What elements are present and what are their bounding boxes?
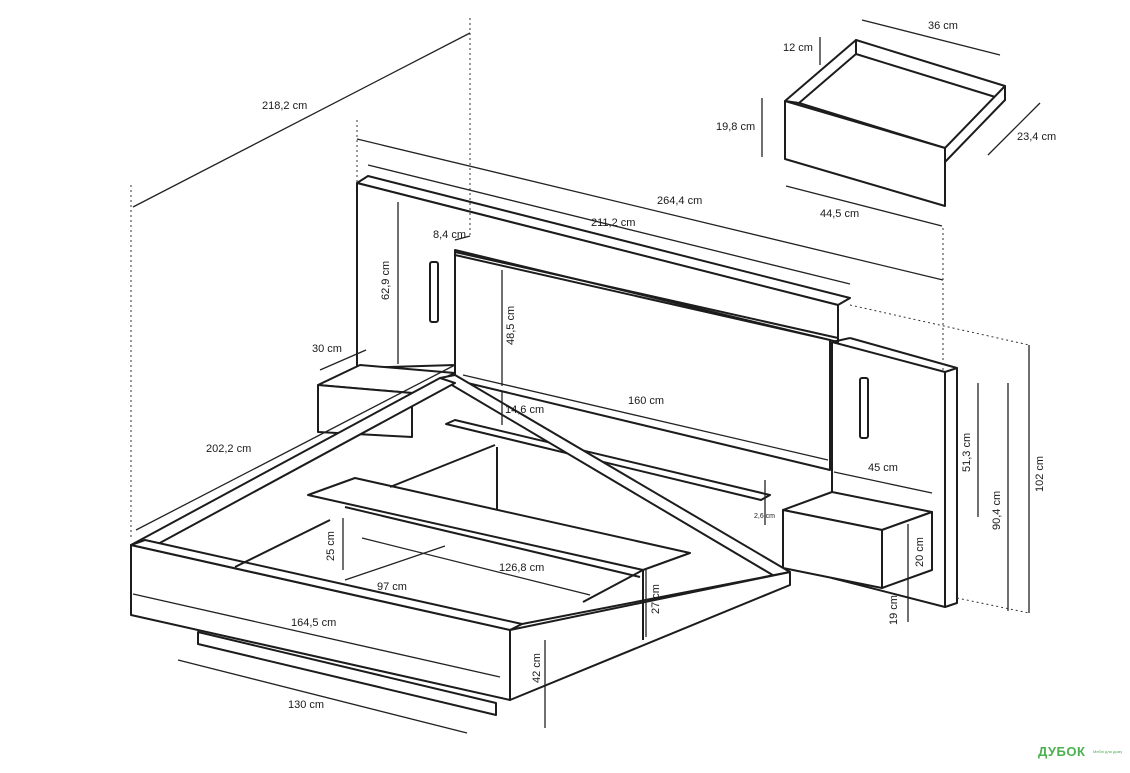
label-48-5: 48,5 cm [505, 306, 517, 345]
dim-line-264 [356, 138, 944, 281]
headboard-right-edge [944, 367, 958, 608]
label-211: 211,2 cm [591, 217, 635, 229]
dim-line-drawer-36 [861, 19, 1001, 56]
label-202: 202,2 cm [206, 443, 251, 455]
dim-line-30 [319, 349, 367, 371]
dim-line-97 [344, 545, 446, 581]
dim-line-218 [132, 32, 471, 208]
bed-base-plinth [197, 631, 497, 716]
nightstand-right [782, 491, 933, 589]
bed-frame-drawing [130, 374, 791, 716]
central-panel-top-edge [454, 251, 839, 339]
left-lamp-icon [429, 261, 439, 323]
label-30: 30 cm [312, 343, 342, 355]
drawer-front-panel [784, 100, 946, 207]
right-lamp-icon [859, 377, 869, 439]
dimension-lines [130, 18, 1041, 734]
brand-tagline: Меблі для дому [1093, 749, 1122, 754]
ext-102-top [849, 304, 1030, 346]
label-14-6: 14,6 cm [505, 404, 544, 416]
dim-line-drawer-23-4 [987, 102, 1041, 156]
inner-crossbeam [307, 477, 691, 571]
label-62-9: 62,9 cm [380, 261, 392, 300]
label-126-8: 126,8 cm [499, 562, 544, 574]
label-drawer-19-8: 19,8 cm [716, 121, 755, 133]
headboard-central-panel [454, 254, 831, 471]
dim-line-drawer-44-5 [785, 185, 943, 227]
headboard-shelf [445, 419, 771, 501]
dim-line-130 [177, 659, 468, 734]
dim-line-164-5 [132, 593, 501, 678]
drawer-drawing [784, 39, 1006, 207]
center-beam-back [389, 444, 496, 488]
center-beam-mid [344, 506, 641, 578]
dim-line-211 [367, 164, 851, 285]
drawer-back-panel [855, 39, 1006, 101]
brand-watermark: ДУБОК Меблі для дому [1038, 744, 1122, 759]
label-19: 19 cm [888, 595, 900, 625]
dim-line-45 [833, 471, 933, 494]
label-drawer-44-5: 44,5 cm [820, 208, 859, 220]
right-panel-top-back [849, 337, 958, 369]
label-drawer-12: 12 cm [783, 42, 813, 54]
dim-line-202 [135, 364, 456, 531]
label-drawer-23-4: 23,4 cm [1017, 131, 1056, 143]
dim-line-126-8 [361, 537, 591, 596]
label-264: 264,4 cm [657, 195, 702, 207]
center-beam-left [234, 519, 331, 568]
label-97: 97 cm [377, 581, 407, 593]
dim-line-160 [462, 374, 829, 461]
bed-right-rail [509, 571, 791, 701]
label-160: 160 cm [628, 395, 664, 407]
label-27: 27 cm [650, 584, 662, 614]
drawer-right-side [944, 85, 1006, 163]
label-218: 218,2 cm [262, 100, 307, 112]
label-2-6: 2,6 cm [754, 513, 775, 520]
right-nightstand-side [881, 511, 933, 589]
label-130: 130 cm [288, 699, 324, 711]
dim-line-8-4 [454, 235, 471, 241]
ext-102-bottom [956, 597, 1030, 614]
label-8-4: 8,4 cm [433, 229, 466, 241]
label-45: 45 cm [868, 462, 898, 474]
label-164-5: 164,5 cm [291, 617, 336, 629]
label-42: 42 cm [531, 653, 543, 683]
right-panel-top [831, 337, 851, 343]
label-25: 25 cm [325, 531, 337, 561]
label-20: 20 cm [914, 537, 926, 567]
label-drawer-36: 36 cm [928, 20, 958, 32]
drawer-left-side [784, 39, 857, 104]
label-90-4: 90,4 cm [991, 491, 1003, 530]
label-51-3: 51,3 cm [961, 433, 973, 472]
brand-logo: ДУБОК [1038, 744, 1085, 759]
dimension-labels: 218,2 cm 264,4 cm 211,2 cm 8,4 cm 62,9 c… [206, 20, 1056, 711]
label-102: 102 cm [1034, 456, 1046, 492]
bed-left-rail [130, 377, 456, 552]
right-rail-inner [521, 571, 791, 625]
